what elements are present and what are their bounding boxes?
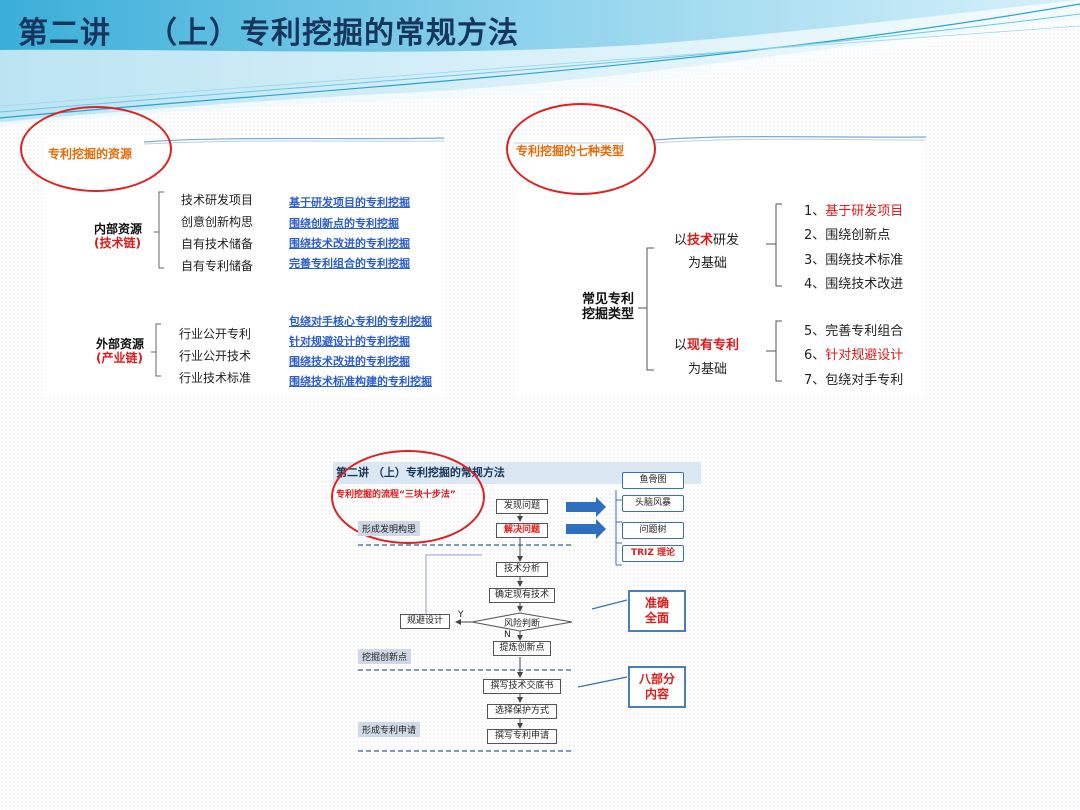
group2-brace <box>766 320 782 382</box>
external-item: 行业公开技术 <box>179 349 252 363</box>
internal-resources-sub: (技术链) <box>94 236 141 250</box>
highlight-circle <box>506 103 656 195</box>
flow-yes-label: Y <box>458 610 464 620</box>
internal-method-link[interactable]: 围绕创新点的专利挖掘 <box>289 217 399 230</box>
external-item: 行业技术标准 <box>179 371 252 385</box>
group2-label-line1: 以现有专利 <box>674 338 740 353</box>
internal-brace <box>154 191 164 269</box>
type-number: 2、 <box>804 228 826 243</box>
type-item: 7、包绕对手专利 <box>804 369 903 388</box>
flow-step: 解决问题 <box>496 523 548 538</box>
type-text: 围绕技术改进 <box>825 277 904 292</box>
flow-decision: 风险判断 <box>503 619 540 629</box>
resources-panel-rule <box>143 137 444 145</box>
type-item: 5、完善专利组合 <box>804 320 903 339</box>
flow-step: 确定现有技术 <box>489 588 555 603</box>
external-item: 行业公开专利 <box>179 327 252 341</box>
type-item: 4、围绕技术改进 <box>804 273 903 292</box>
tool-box: TRIZ 理论 <box>622 545 684 562</box>
internal-item: 技术研发项目 <box>181 193 254 207</box>
phase-label: 形成专利申请 <box>358 722 421 737</box>
type-item: 2、围绕创新点 <box>804 224 890 243</box>
phase-label: 挖掘创新点 <box>358 649 412 664</box>
callout-accurate: 准确全面 <box>628 590 686 632</box>
external-method-link[interactable]: 针对规避设计的专利挖掘 <box>289 335 410 348</box>
center-brace <box>638 247 654 371</box>
type-number: 3、 <box>804 253 826 268</box>
type-text: 针对规避设计 <box>825 348 904 363</box>
flow-step: 撰写技术交底书 <box>483 679 561 694</box>
type-text: 基于研发项目 <box>825 204 904 219</box>
flow-step: 选择保护方式 <box>487 704 557 719</box>
type-number: 1、 <box>804 204 826 219</box>
flow-avoid-step: 规避设计 <box>400 614 450 629</box>
group2-label-line2: 为基础 <box>688 362 728 377</box>
flow-no-label: N <box>504 630 511 640</box>
external-brace <box>151 323 161 377</box>
phase-label: 形成发明构思 <box>358 521 421 536</box>
external-resources-sub: (产业链) <box>96 351 143 365</box>
group1-label-line2: 为基础 <box>688 256 728 271</box>
group1-label-line1: 以技术研发 <box>674 233 740 248</box>
type-text: 围绕技术标准 <box>825 253 904 268</box>
type-number: 6、 <box>804 348 826 363</box>
highlight-circle <box>331 450 485 544</box>
type-item: 3、围绕技术标准 <box>804 249 903 268</box>
tool-box: 鱼骨图 <box>622 472 684 489</box>
page-title: 第二讲 （上）专利挖掘的常规方法 <box>18 8 519 52</box>
type-item: 6、针对规避设计 <box>804 344 903 363</box>
type-number: 7、 <box>804 373 826 388</box>
flow-step: 提炼创新点 <box>493 641 551 656</box>
type-number: 4、 <box>804 277 826 292</box>
flow-lines <box>358 490 628 752</box>
type-item: 1、基于研发项目 <box>804 200 903 219</box>
internal-resources-label: 内部资源 <box>94 222 143 236</box>
internal-method-link[interactable]: 完善专利组合的专利挖掘 <box>289 257 410 270</box>
center-label-line1: 常见专利 <box>582 292 635 307</box>
title-topic: （上）专利挖掘的常规方法 <box>147 16 519 51</box>
external-method-link[interactable]: 围绕技术改进的专利挖掘 <box>289 355 410 368</box>
title-lecture: 第二讲 <box>18 16 111 51</box>
type-text: 围绕创新点 <box>825 228 891 243</box>
type-text: 包绕对手专利 <box>825 373 904 388</box>
type-number: 5、 <box>804 324 826 339</box>
internal-item: 自有技术储备 <box>181 237 254 251</box>
internal-item: 创意创新构思 <box>181 215 254 229</box>
external-resources-label: 外部资源 <box>96 337 145 351</box>
highlight-circle <box>20 106 172 192</box>
external-method-link[interactable]: 包绕对手核心专利的专利挖掘 <box>289 315 432 328</box>
external-method-link[interactable]: 围绕技术标准构建的专利挖掘 <box>289 375 432 388</box>
internal-item: 自有专利储备 <box>181 259 254 273</box>
type-text: 完善专利组合 <box>825 324 904 339</box>
internal-method-link[interactable]: 围绕技术改进的专利挖掘 <box>289 237 410 250</box>
group1-brace <box>766 203 782 287</box>
flow-step: 发现问题 <box>496 499 548 514</box>
flow-step: 技术分析 <box>496 562 548 577</box>
internal-method-link[interactable]: 基于研发项目的专利挖掘 <box>289 196 410 209</box>
tool-box: 问题树 <box>622 522 684 539</box>
callout-eight-parts: 八部分内容 <box>628 666 686 708</box>
tool-box: 头脑风暴 <box>622 495 684 512</box>
center-label-line2: 挖掘类型 <box>582 307 635 322</box>
flow-step: 撰写专利申请 <box>487 729 557 744</box>
header-swoosh-decoration <box>0 0 1080 126</box>
